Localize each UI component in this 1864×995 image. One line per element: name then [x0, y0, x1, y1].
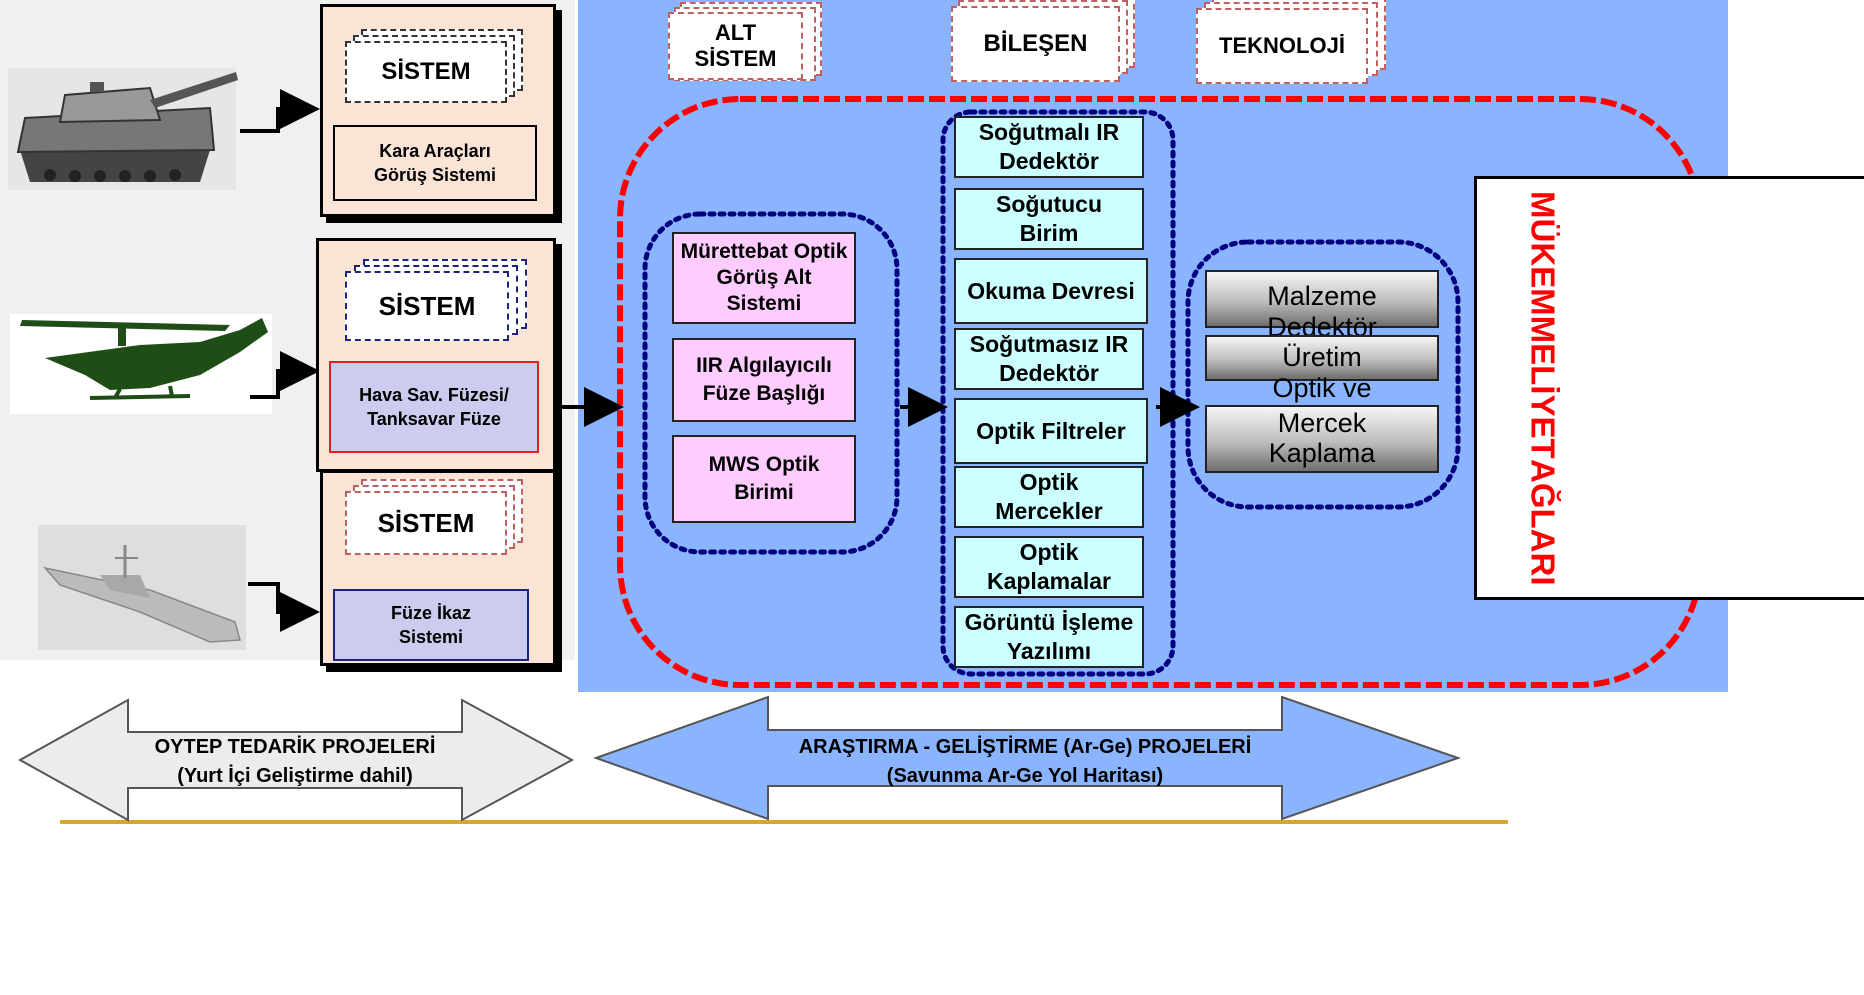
system-doc-label: SİSTEM [345, 491, 507, 555]
doc-bilesen-label: BİLEŞEN [951, 6, 1120, 82]
system-doc-stack: SİSTEM [345, 29, 525, 103]
system-doc-stack: SİSTEM [345, 259, 527, 341]
component-image-processing-software: Görüntü İşleme Yazılımı [954, 606, 1144, 668]
connector-helicopter [250, 351, 320, 399]
oytep-line-2: (Yurt İçi Geliştirme dahil) [177, 765, 413, 787]
doc-alt-sistem: ALT SİSTEM [668, 2, 822, 82]
component-cooled-ir-detector: Soğutmalı IR Dedektör [954, 116, 1144, 178]
subsystem-crew-optic: Mürettebat Optik Görüş Alt Sistemi [672, 232, 856, 324]
subsystem-mws-optic: MWS Optik Birimi [672, 435, 856, 523]
doc-bilesen: BİLEŞEN [951, 0, 1135, 82]
doc-teknoloji-label: TEKNOLOJİ [1196, 8, 1368, 84]
subsystem-iir-seeker: IIR Algılayıcılı Füze Başlığı [672, 338, 856, 422]
technology-dotted-group [1185, 239, 1461, 510]
excellence-line-1: MÜKEMMELİYET [1524, 190, 1562, 459]
system-name-land-vehicles: Kara Araçları Görüş Sistemi [333, 125, 537, 201]
system-doc-label: SİSTEM [345, 271, 509, 341]
tank-image [8, 68, 238, 190]
system-doc-label: SİSTEM [345, 41, 507, 103]
technology-lens-coating: Mercek Kaplama [1205, 405, 1439, 473]
helicopter-image [10, 314, 272, 414]
component-cooler-unit: Soğutucu Birim [954, 188, 1144, 250]
doc-alt-sistem-label: ALT SİSTEM [668, 12, 803, 80]
technology-production: Üretim Optik ve [1205, 335, 1439, 403]
excellence-networks-label: MÜKEMMELİYET AĞLARI [1493, 179, 1593, 597]
technology-material: Malzeme Dedektör [1205, 270, 1439, 342]
system-box-missile-warning: SİSTEM Füze İkaz Sistemi [320, 470, 556, 666]
connector-warship [248, 582, 320, 632]
connector-tank [240, 89, 320, 133]
rd-double-arrow [593, 695, 1462, 821]
subsystem-dotted-group [642, 211, 900, 555]
rd-line-2: (Savunma Ar-Ge Yol Haritası) [886, 765, 1164, 787]
technology-production-label: Üretim [1282, 342, 1362, 372]
system-name-air-defense: Hava Sav. Füzesi/ Tanksavar Füze [329, 361, 539, 453]
system-box-land-vehicles: SİSTEM Kara Araçları Görüş Sistemi [320, 4, 556, 217]
component-optical-coatings: Optik Kaplamalar [954, 536, 1144, 598]
component-optical-lenses: Optik Mercekler [954, 466, 1144, 528]
oytep-arrow-label: OYTEP TEDARİK PROJELERİ (Yurt İçi Gelişt… [120, 732, 470, 792]
component-uncooled-ir-detector: Soğutmasız IR Dedektör [954, 328, 1144, 390]
system-box-air-defense: SİSTEM Hava Sav. Füzesi/ Tanksavar Füze [316, 238, 556, 472]
excellence-networks-box: MÜKEMMELİYET AĞLARI [1474, 176, 1864, 600]
rd-line-1: ARAŞTIRMA - GELİŞTİRME (Ar-Ge) PROJELERİ [798, 736, 1252, 758]
rd-arrow-label: ARAŞTIRMA - GELİŞTİRME (Ar-Ge) PROJELERİ… [750, 732, 1300, 792]
system-name-missile-warning: Füze İkaz Sistemi [333, 589, 529, 661]
technology-overflow-optic: Optik ve [1272, 373, 1372, 403]
oytep-double-arrow [17, 698, 575, 822]
component-readout-circuit: Okuma Devresi [954, 258, 1148, 324]
technology-material-label: Malzeme [1267, 281, 1377, 311]
excellence-line-2: AĞLARI [1524, 458, 1562, 586]
warship-image [38, 525, 246, 650]
doc-teknoloji: TEKNOLOJİ [1196, 0, 1386, 84]
system-doc-stack: SİSTEM [345, 479, 525, 555]
component-optical-filters: Optik Filtreler [954, 398, 1148, 464]
oytep-line-1: OYTEP TEDARİK PROJELERİ [154, 736, 436, 758]
